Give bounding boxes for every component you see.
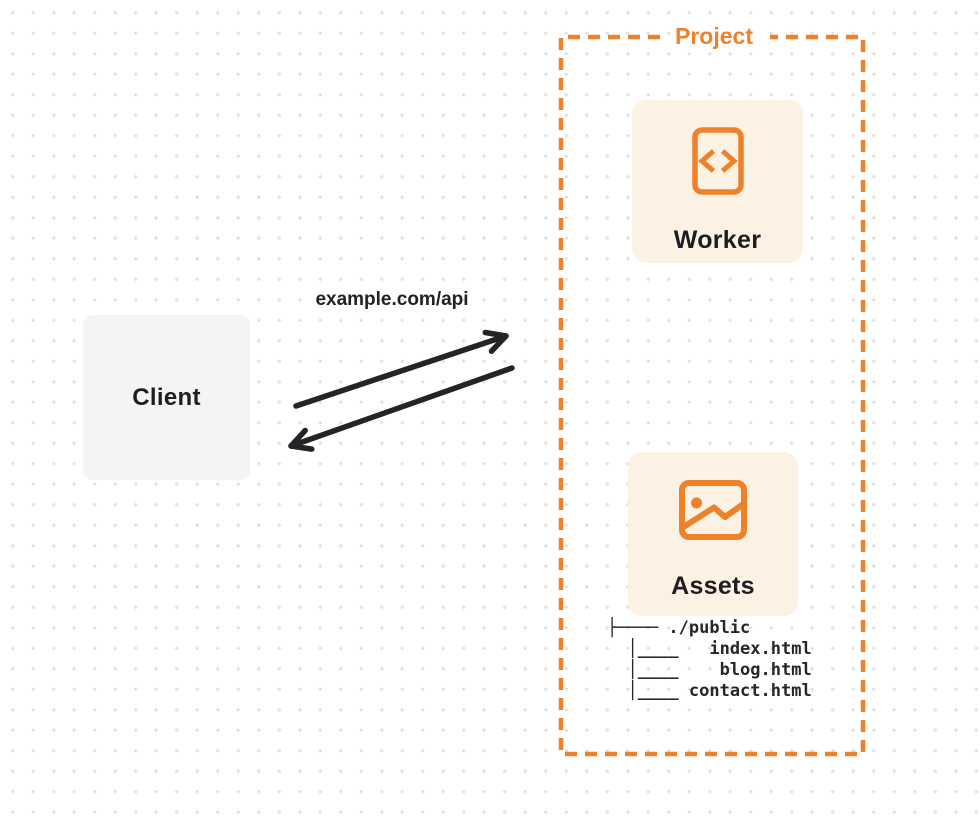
request-arrow <box>293 329 509 409</box>
request-url-label: example.com/api <box>315 289 469 310</box>
assets-label: Assets <box>671 572 755 600</box>
code-file-icon <box>691 127 744 200</box>
file-tree: ├──── ./public │____ index.html │____ bl… <box>607 618 812 701</box>
worker-node: Worker <box>632 100 803 263</box>
assets-node: Assets <box>628 452 798 616</box>
arrowhead-icon <box>482 329 509 354</box>
project-dashed-border <box>558 34 866 757</box>
worker-label: Worker <box>673 226 762 254</box>
project-label: Project <box>675 23 753 49</box>
arrowhead-icon <box>288 427 315 452</box>
image-icon <box>678 479 748 546</box>
client-node: Client <box>83 315 250 480</box>
response-arrow <box>288 365 515 452</box>
client-label: Client <box>132 383 201 411</box>
